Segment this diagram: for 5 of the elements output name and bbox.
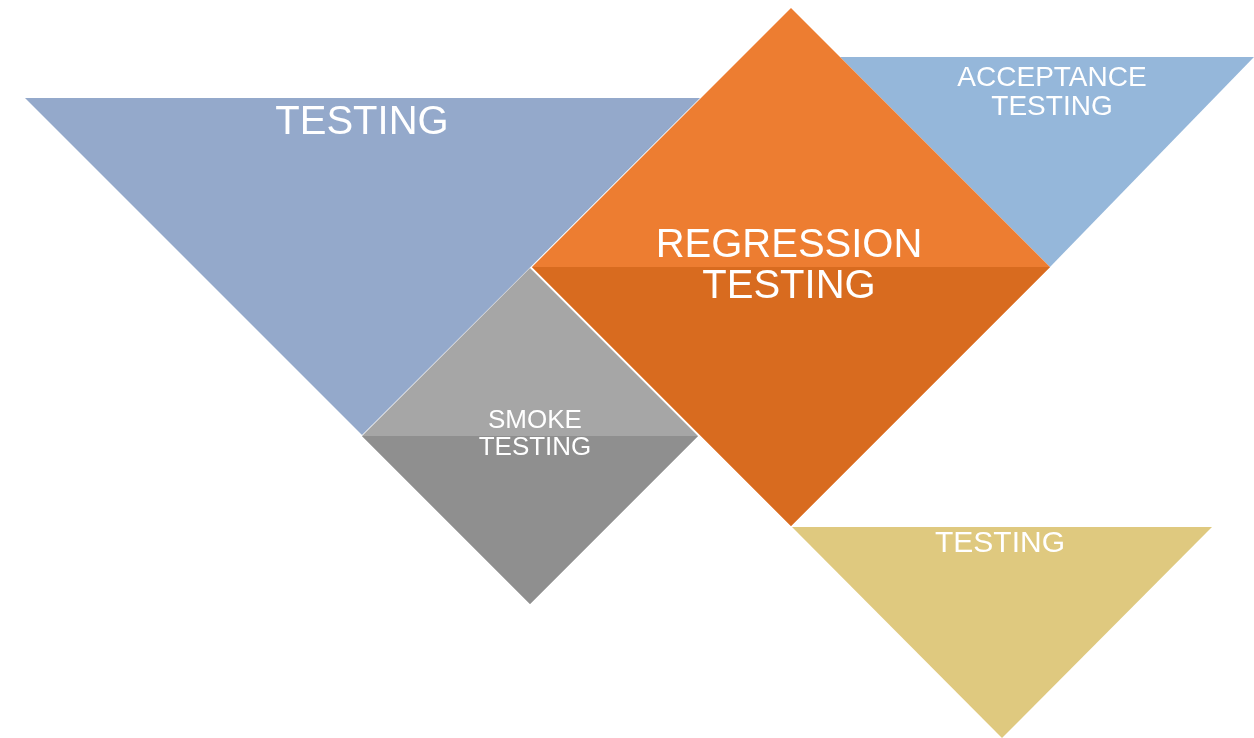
shape-label: REGRESSION TESTING	[654, 223, 924, 305]
shape-label: SMOKE TESTING	[477, 406, 593, 460]
shape-label: TESTING	[934, 527, 1066, 558]
shape-label: ACCEPTANCE TESTING	[956, 63, 1148, 121]
shape-label: TESTING	[274, 100, 450, 141]
